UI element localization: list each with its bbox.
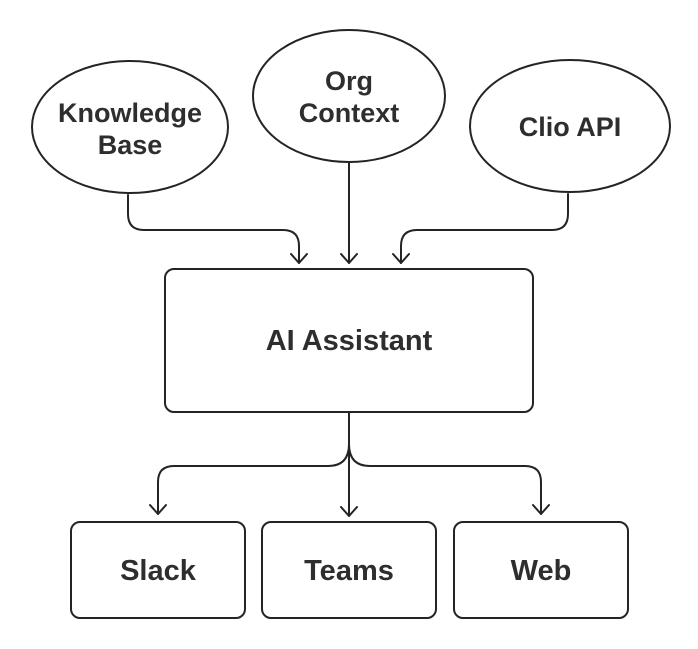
- knowledge-base-label-line2: Base: [98, 130, 163, 160]
- org-context-label-line2: Context: [299, 98, 400, 128]
- node-ai-assistant: [164, 268, 534, 413]
- edge-ai-assistant-to-web: [348, 443, 550, 515]
- node-knowledge-base: [31, 60, 229, 194]
- slack-label: Slack: [120, 555, 197, 587]
- edge-clio-api-to-ai-assistant: [392, 193, 569, 264]
- node-teams: [261, 521, 437, 619]
- node-org-context: [252, 29, 446, 163]
- teams-label: Teams: [304, 555, 394, 587]
- node-slack: [70, 521, 246, 619]
- web-label: Web: [511, 555, 572, 587]
- clio-api-label: Clio API: [519, 112, 622, 142]
- edge-ai-assistant-to-slack: [149, 443, 350, 515]
- ai-assistant-label: AI Assistant: [266, 325, 433, 357]
- org-context-label-line1: Org: [325, 66, 373, 96]
- knowledge-base-label-line1: Knowledge: [58, 98, 202, 128]
- edge-knowledge-base-to-ai-assistant: [127, 194, 308, 264]
- node-web: [453, 521, 629, 619]
- node-clio-api: [469, 59, 671, 193]
